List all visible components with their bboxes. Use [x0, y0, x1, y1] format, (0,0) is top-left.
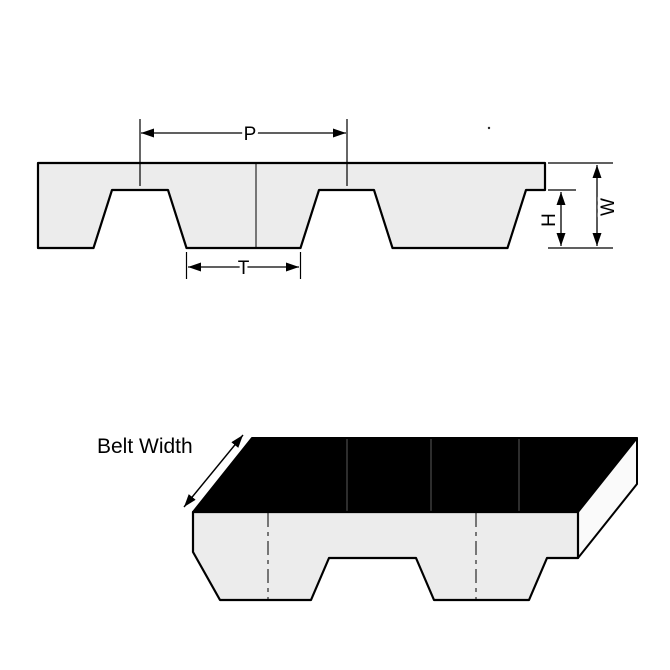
dim-p-label: P	[244, 124, 257, 145]
dimension-tooth-height: H	[536, 189, 613, 249]
belt-front-face	[191, 510, 580, 602]
belt-width-arrow	[183, 434, 244, 508]
belt-top-face	[192, 437, 638, 513]
isometric-view: Belt Width	[97, 434, 638, 602]
dimension-pitch: P	[139, 119, 348, 186]
stray-mark	[487, 126, 491, 130]
dimension-tooth-width: T	[185, 252, 302, 282]
belt-width-label: Belt Width	[97, 435, 193, 458]
dim-t-label: T	[238, 258, 250, 279]
belt-profile-outline	[36, 161, 547, 250]
cross-section-view: P T H W	[36, 119, 622, 282]
dim-w-label: W	[598, 198, 619, 216]
dimension-overall-thickness: W	[548, 162, 622, 246]
dim-h-label: H	[539, 213, 560, 227]
belt-width-annotation: Belt Width	[97, 434, 244, 508]
